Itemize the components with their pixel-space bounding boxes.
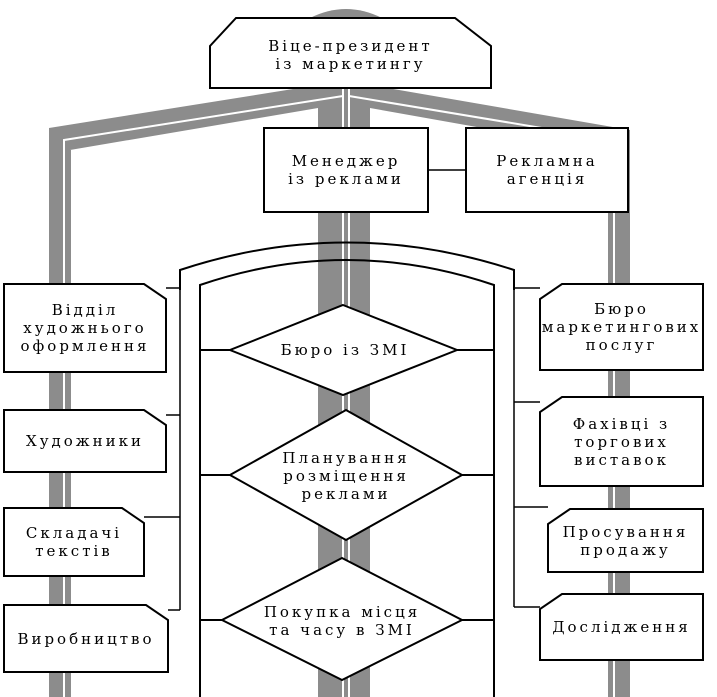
left-1-line1: Відділ: [51, 301, 119, 319]
right-box-2: [539, 396, 704, 487]
right-3-line2: продажу: [580, 540, 671, 559]
center-diamond-2: [227, 408, 465, 542]
right-1-line3: послуг: [585, 336, 658, 354]
center-1-line1: Бюро із ЗМІ: [280, 341, 410, 359]
manager-line1: Менеджер: [291, 152, 401, 170]
left-box-4: [3, 604, 169, 673]
center-2-line3: реклами: [301, 485, 391, 503]
right-1-line2: маркетингових: [541, 318, 702, 336]
agency-box: [465, 127, 629, 213]
center-2-line1: Планування: [282, 449, 410, 467]
right-box-1: [539, 283, 704, 371]
right-3-line1: Просування: [562, 522, 689, 541]
media-buying-label: Покупка місця та часу в ЗМІ: [232, 600, 452, 642]
ad-placement-planning-label: Планування розміщення реклами: [250, 445, 442, 507]
left-box-2: [3, 409, 167, 473]
agency-line2: агенція: [506, 170, 588, 188]
left-1-line3: оформлення: [20, 337, 150, 355]
right-box-3: [547, 508, 704, 573]
connector-lines: [144, 169, 548, 611]
right-2-line1: Фахівці з: [572, 414, 671, 433]
left-diagonal-band: [49, 85, 318, 170]
sales-promotion-label: Просування продажу: [548, 509, 703, 572]
right-1-line1: Бюро: [594, 300, 649, 318]
cylinder-outer-top: [179, 241, 515, 290]
center-3-line1: Покупка місця: [263, 603, 421, 621]
left-1-line2: художнього: [23, 319, 147, 337]
vp-line2: із маркетингу: [275, 55, 426, 73]
media-bureau-container: [179, 241, 515, 697]
left-box-1: [3, 283, 167, 373]
manager-box: [263, 127, 429, 213]
agency-label: Рекламна агенція: [466, 128, 628, 212]
center-diamond-3: [219, 556, 465, 682]
center-3-line2: та часу в ЗМІ: [269, 621, 415, 639]
manager-line2: із реклами: [288, 170, 404, 188]
left-4-line1: Виробництво: [17, 629, 155, 648]
right-2-line3: виставок: [574, 450, 669, 469]
research-label: Дослідження: [540, 594, 703, 660]
left-box-3: [3, 507, 145, 577]
center-diamond-1: [227, 303, 460, 397]
production-label: Виробництво: [4, 605, 168, 672]
left-3-line2: текстів: [35, 542, 113, 560]
vp-box: [209, 17, 492, 89]
copywriters-label: Складачі текстів: [4, 508, 144, 576]
agency-line1: Рекламна: [496, 152, 598, 170]
right-2-line2: торгових: [574, 432, 669, 451]
trade-show-specialists-label: Фахівці з торгових виставок: [540, 397, 703, 486]
media-bureau-label: Бюро із ЗМІ: [240, 330, 450, 370]
left-2-line1: Художники: [26, 432, 144, 450]
artists-label: Художники: [4, 410, 166, 472]
boxes: [3, 17, 704, 682]
left-3-line1: Складачі: [25, 524, 123, 542]
art-department-label: Відділ художнього оформлення: [4, 284, 166, 372]
manager-label: Менеджер із реклами: [264, 128, 428, 212]
vp-line1: Віце-президент: [268, 37, 433, 55]
vp-label: Віце-президент із маркетингу: [210, 30, 491, 80]
right-box-4: [539, 593, 704, 661]
right-4-line1: Дослідження: [552, 618, 691, 636]
marketing-services-label: Бюро маркетингових послуг: [540, 284, 703, 370]
center-2-line2: розміщення: [283, 467, 409, 485]
cylinder-inner: [199, 259, 495, 697]
